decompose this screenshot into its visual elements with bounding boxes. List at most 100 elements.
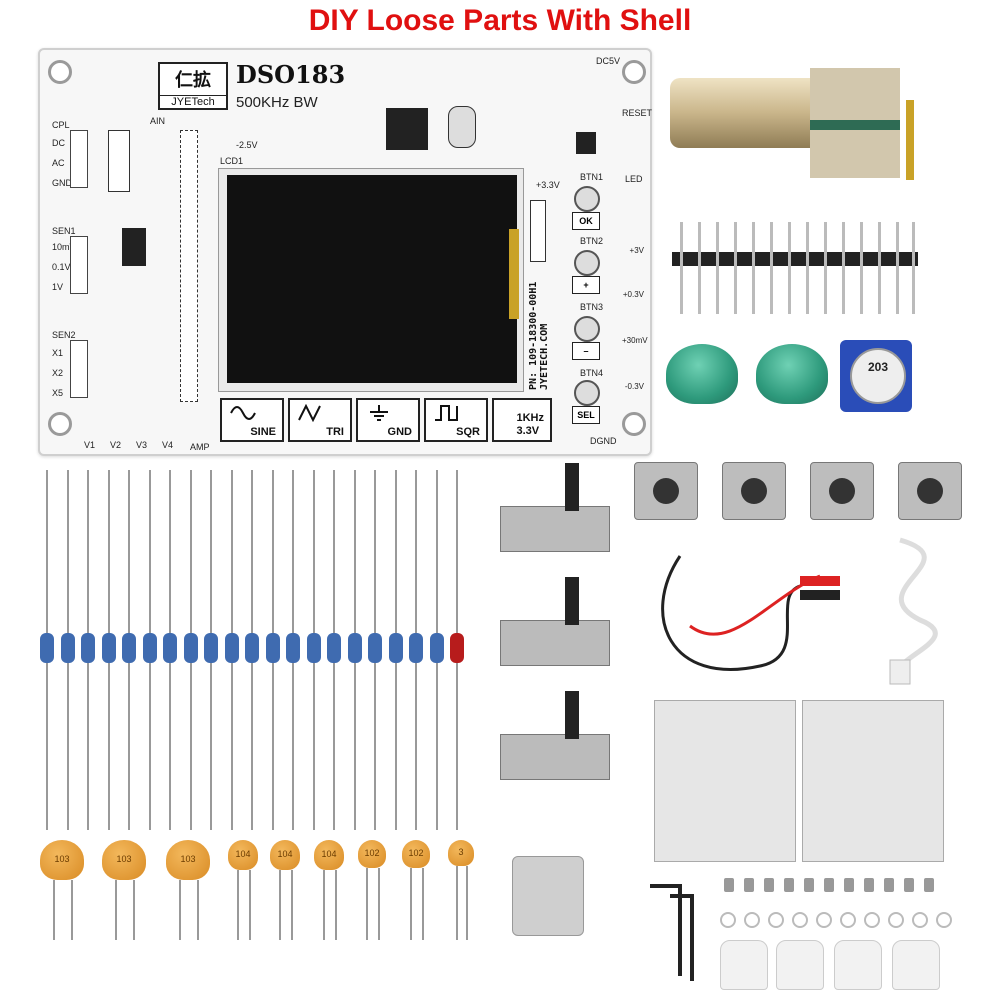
cpl-label: CPL: [52, 120, 70, 130]
signal-label: TRI: [326, 426, 344, 438]
component-body: [101, 633, 116, 663]
1v-label: 1V: [52, 282, 64, 292]
lead-wire: [249, 870, 251, 940]
component-body: [40, 633, 54, 663]
slide-switch: [500, 691, 610, 780]
led-label: LED: [625, 174, 643, 184]
model-name: DSO183: [236, 60, 346, 89]
lead-wire: [377, 868, 380, 940]
ceramic-body: 102: [358, 840, 386, 868]
ceramic-capacitor: 103: [102, 840, 146, 940]
lead-wire: [115, 880, 118, 940]
component-body: [245, 633, 259, 663]
screw: [824, 878, 834, 892]
btn1-pad: [574, 186, 600, 212]
v3-label: V3: [136, 440, 148, 450]
resistor: [122, 470, 136, 830]
resistor: [388, 470, 403, 830]
resistor: [163, 470, 177, 830]
resistor: [142, 470, 157, 830]
washer: [768, 912, 784, 928]
btn4-pad: [574, 380, 600, 406]
x1-label: X1: [52, 348, 64, 358]
signal-label: SINE: [250, 426, 276, 438]
washer: [792, 912, 808, 928]
tactile-button: [898, 462, 962, 520]
resistor: [429, 470, 444, 830]
square-wave-icon: [435, 405, 458, 421]
btn1-id: BTN1: [580, 172, 604, 182]
amp-label: AMP: [190, 442, 210, 452]
ceramic-body: 103: [166, 840, 210, 880]
screw: [844, 878, 854, 892]
lead-wire: [132, 880, 135, 940]
resistor: [224, 470, 239, 830]
signal-label: GND: [387, 426, 412, 438]
lead-wire: [455, 866, 458, 940]
standoff: [776, 940, 824, 990]
ceramic-value: 103: [180, 854, 196, 864]
dc-label: DC: [52, 138, 65, 148]
component-body: [388, 633, 403, 663]
signal-sqr: SQR: [424, 398, 488, 442]
logo-mark: 仁拡: [175, 70, 211, 91]
sel-button-label: SEL: [572, 406, 600, 424]
lead-wire: [53, 880, 56, 940]
ceramic-capacitor: 104: [228, 840, 258, 940]
plus-button-label: +: [572, 276, 600, 294]
bandwidth-label: 500KHz BW: [236, 94, 318, 111]
lcd-screen: [227, 175, 517, 383]
part-number: PN: 109-18300-00H1: [528, 281, 539, 390]
sen1-switch-footprint: [70, 236, 88, 294]
ceramic-body: 102: [402, 840, 430, 868]
signal-sine: SINE: [220, 398, 284, 442]
dc5v-label: DC5V: [596, 56, 621, 66]
washer: [840, 912, 856, 928]
mount-hole: [48, 60, 72, 84]
ceramic-capacitor: 102: [402, 840, 430, 940]
resistor: [40, 470, 54, 830]
v2-label: V2: [110, 440, 122, 450]
ceramic-capacitor: 104: [314, 840, 344, 940]
tactile-button: [634, 462, 698, 520]
lcd-module: [218, 168, 524, 392]
mount-hole: [622, 412, 646, 436]
crystal: [448, 106, 476, 148]
resistor: [368, 470, 382, 830]
screw: [924, 878, 934, 892]
slide-knob: [565, 691, 579, 739]
shell-plate-front: [654, 700, 796, 862]
ceramic-capacitor: 102: [358, 840, 386, 940]
btn4-id: BTN4: [580, 368, 604, 378]
component-body: [224, 633, 239, 663]
passive-group: [108, 130, 130, 192]
slide-switch: [500, 577, 610, 666]
washer: [864, 912, 880, 928]
ceramic-value: 103: [54, 854, 70, 864]
plus33-label: +3.3V: [536, 180, 560, 190]
component-body: [409, 633, 423, 663]
ac-label: AC: [52, 158, 65, 168]
ceramic-body: 103: [102, 840, 146, 880]
ceramic-body: 104: [314, 840, 344, 870]
standoff: [834, 940, 882, 990]
coupling-switch-footprint: [70, 130, 88, 188]
resistor: [81, 470, 95, 830]
screw: [784, 878, 794, 892]
sen1-label: SEN1: [52, 226, 76, 236]
lead-wire: [279, 870, 281, 940]
minus-button-label: –: [572, 342, 600, 360]
signal-1khz: 1KHz 3.3V: [492, 398, 552, 442]
resistor: [306, 470, 321, 830]
component-body: [306, 633, 321, 663]
lead-wire: [291, 870, 293, 940]
oscilloscope-pcb: 仁拡 JYETech DSO183 500KHz BW CPL DC AC GN…: [38, 48, 652, 456]
shell-plate-back: [802, 700, 944, 862]
resistor-pads: [530, 200, 546, 262]
tactile-cap: [741, 478, 767, 504]
lead-wire: [323, 870, 325, 940]
voltage-3v: +3V: [629, 246, 644, 255]
screw: [724, 878, 734, 892]
reset-label: RESET: [622, 108, 653, 118]
jyetech-logo: 仁拡 JYETech: [158, 62, 228, 110]
